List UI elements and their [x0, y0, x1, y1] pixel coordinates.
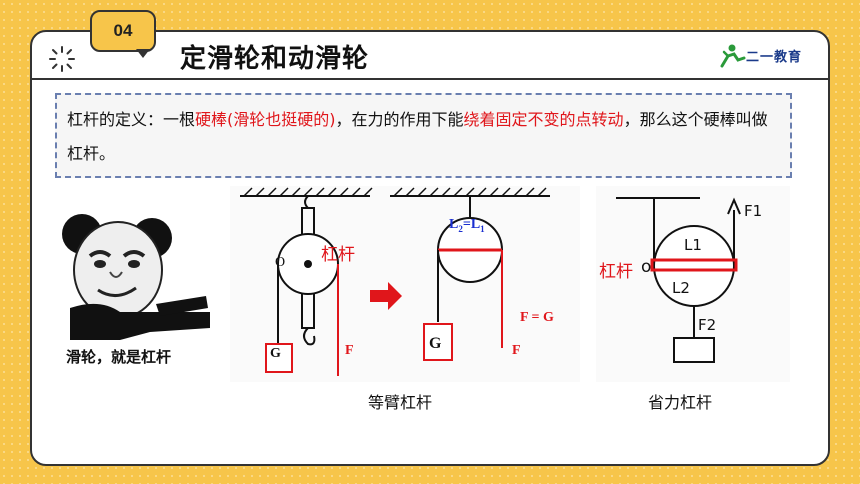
definition-highlight-rigid-rod: 硬棒(滑轮也挺硬的): [195, 110, 336, 129]
movable-pulley-lever-label: 杠杆: [599, 262, 633, 282]
panda-meme-image: [60, 212, 210, 340]
arm-l2-label: L: [449, 217, 459, 232]
movable-pulley-l1-label: L1: [684, 236, 702, 254]
fixed-pulley-diagram: [240, 187, 550, 376]
definition-text-1: 杠杆的定义：一根: [67, 110, 196, 129]
section-number: 04: [113, 21, 133, 40]
force-equals-weight-label: F = G: [520, 310, 554, 325]
equal-arm-lever-caption: 等臂杠杆: [368, 393, 433, 412]
equals-sign: =: [462, 217, 471, 232]
equal-arm-label: L2=L1: [449, 217, 485, 234]
definition-text-3: ，那么这个硬棒叫做杠杆。: [67, 110, 768, 163]
definition-text-2: ，在力的作用下能: [335, 110, 464, 129]
movable-pulley-diagram: [616, 197, 741, 363]
page-title: 定滑轮和动滑轮: [180, 44, 370, 74]
force-saving-lever-caption: 省力杠杆: [648, 393, 713, 412]
movable-pulley-l2-label: L2: [672, 279, 690, 297]
arm-l1-label: L: [470, 217, 481, 232]
fixed-pulley-weight-label: G: [270, 346, 281, 361]
badge-pointer: [136, 49, 150, 58]
section-number-badge: 04: [90, 10, 156, 52]
arm-l2-subscript: 2: [458, 223, 463, 234]
arm-l1-subscript: 1: [480, 223, 485, 234]
fixed-pulley-lever-label: 杠杆: [321, 245, 355, 265]
movable-pulley-f1-label: F1: [744, 202, 763, 220]
definition-highlight-rotate: 转动: [591, 110, 624, 129]
header-divider: [30, 78, 830, 80]
fixed-pulley-weight-label-2: G: [429, 335, 442, 352]
fixed-pulley-force-label: F: [345, 343, 354, 358]
fixed-pulley-force-label-2: F: [512, 343, 521, 358]
logo-text: 二一教育: [746, 50, 803, 65]
meme-caption: 滑轮，就是杠杆: [66, 348, 172, 366]
runner-logo-icon: [720, 44, 746, 68]
definition-box: 杠杆的定义：一根硬棒(滑轮也挺硬的)，在力的作用下能绕着固定不变的点转动，那么这…: [55, 93, 792, 178]
sparkle-icon: [49, 46, 75, 72]
fixed-pulley-pivot-label: O: [275, 255, 286, 270]
movable-pulley-pivot-label: o: [641, 257, 652, 277]
definition-highlight-fixed-point: 绕着固定不变的点: [463, 110, 592, 129]
movable-pulley-f2-label: F2: [698, 316, 717, 334]
